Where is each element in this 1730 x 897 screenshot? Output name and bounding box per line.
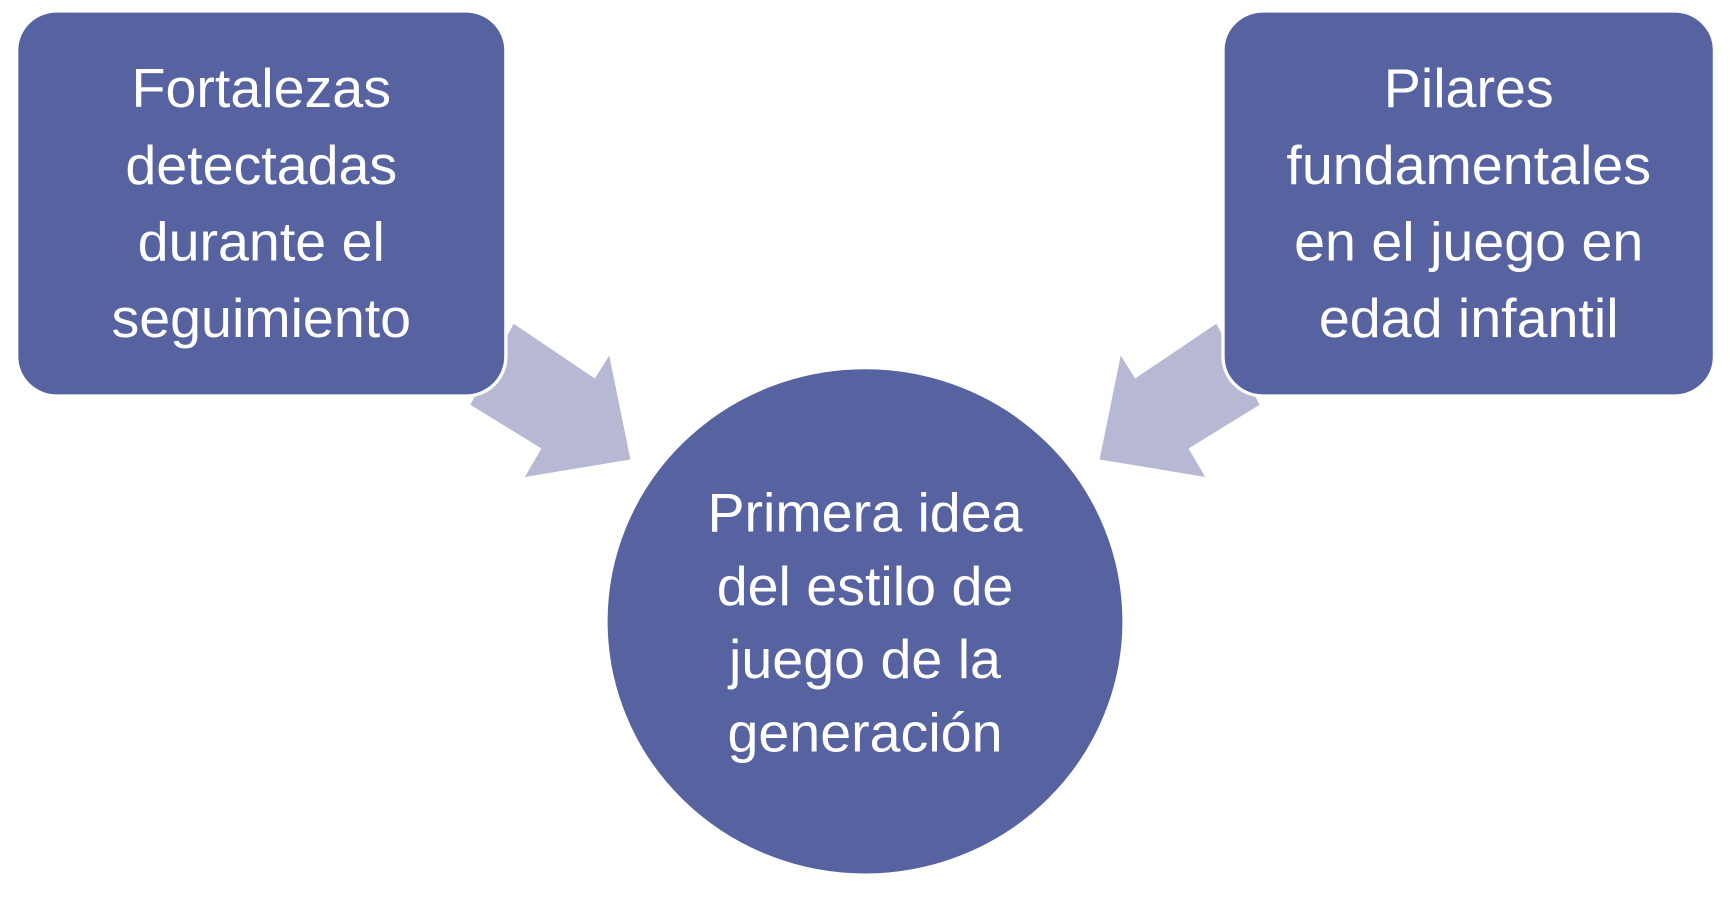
left-box-line-4: seguimiento	[111, 287, 411, 348]
arrow-left-to-center	[470, 323, 631, 477]
right-box-line-1: Pilares	[1384, 58, 1554, 119]
right-box: Pilares fundamentales en el juego en eda…	[1221, 9, 1717, 398]
left-box-line-3: durante el	[138, 211, 385, 272]
left-box-line-1: Fortalezas	[132, 58, 391, 119]
center-circle: Primera idea del estilo de juego de la g…	[604, 365, 1126, 877]
right-box-line-3: en el juego en	[1294, 211, 1643, 272]
left-box-line-2: detectadas	[125, 134, 397, 195]
left-box: Fortalezas detectadas durante el seguimi…	[15, 9, 508, 398]
center-line-2: del estilo de	[717, 555, 1014, 616]
arrow-right-to-center	[1099, 323, 1260, 477]
center-line-3: juego de la	[727, 629, 1001, 690]
center-line-1: Primera idea	[707, 482, 1022, 543]
center-line-4: generación	[728, 702, 1003, 763]
right-box-line-2: fundamentales	[1286, 134, 1651, 195]
right-box-line-4: edad infantil	[1319, 287, 1619, 348]
